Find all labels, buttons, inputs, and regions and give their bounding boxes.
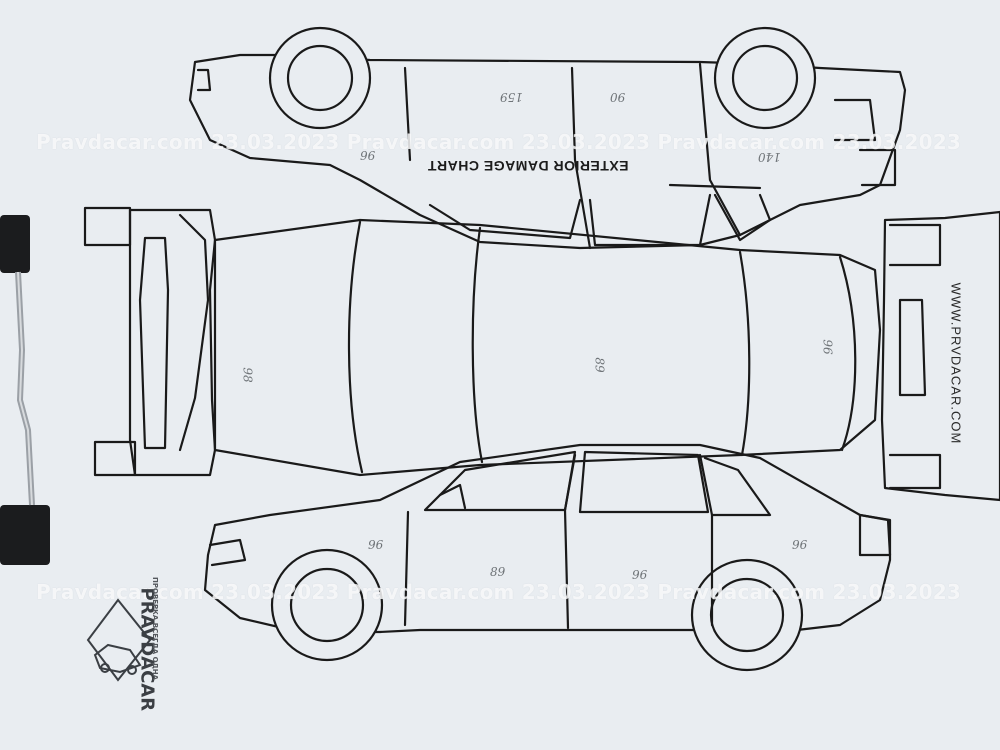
site-url: WWW.PRVDACAR.COM bbox=[948, 282, 964, 445]
mark-left-side-rear-fender: 96 bbox=[360, 148, 376, 162]
mark-left-side-rear-door: 90 bbox=[610, 90, 626, 104]
chart-title: EXTERIOR DAMAGE CHART bbox=[427, 158, 629, 174]
mark-left-side-front-door: 159 bbox=[500, 90, 523, 104]
mark-right-rear-door: 96 bbox=[632, 568, 648, 582]
mark-right-front-fender: 96 bbox=[368, 538, 384, 552]
mark-trunk: 96 bbox=[820, 339, 835, 355]
stamp-tagline: ПРОВЕРКА ВСЕГДА ОДНА bbox=[151, 577, 159, 681]
car-top-view bbox=[83, 206, 1000, 502]
mark-hood: 98 bbox=[240, 367, 255, 383]
mark-roof: 89 bbox=[592, 357, 607, 373]
car-side-view-left bbox=[188, 26, 907, 250]
pravdacar-stamp bbox=[86, 598, 152, 682]
car-side-view-right bbox=[203, 443, 892, 672]
watermark-bottom: Pravdacar.com 23.03.2023 Pravdacar.com 2… bbox=[36, 580, 961, 604]
clipboard-clip bbox=[0, 215, 50, 565]
mark-right-front-door: 89 bbox=[490, 565, 506, 579]
mark-left-side-front-fender: 140 bbox=[758, 150, 781, 164]
mark-right-rear-fender: 96 bbox=[792, 538, 808, 552]
watermark-top: Pravdacar.com 23.03.2023 Pravdacar.com 2… bbox=[36, 130, 961, 154]
